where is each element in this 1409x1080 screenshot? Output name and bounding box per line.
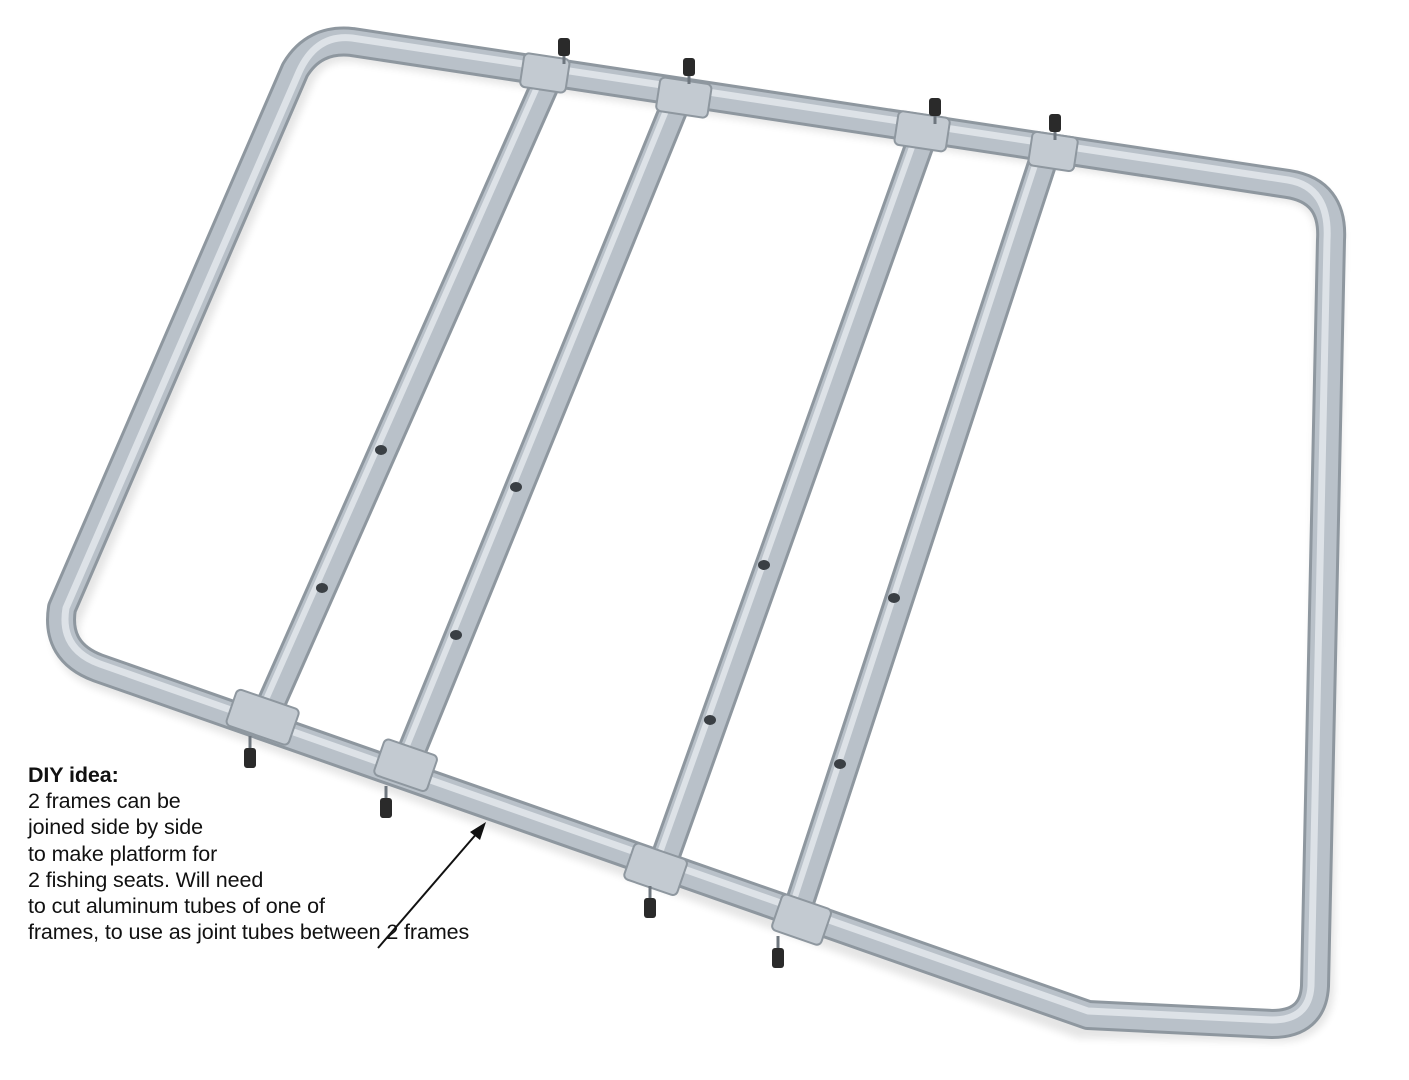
outer-frame-tube [46,26,1347,1039]
cross-tube-4 [783,153,1059,913]
annotation-title: DIY idea: [28,763,119,787]
annotation-line-3: to make platform for [28,841,218,866]
annotation-line-5: to cut aluminum tubes of one of [28,894,325,919]
cross-tubes [256,71,1059,913]
bolt-icon [244,38,1061,968]
tube-holes [316,445,900,769]
arrow-pointer-icon [377,822,486,949]
annotation-line-4: 2 fishing seats. Will need [28,867,264,892]
cross-tube-1 [256,71,562,713]
bolt-stems [248,56,1057,948]
annotation-line-1: 2 frames can be [28,789,181,814]
cross-tube-2 [394,92,692,766]
annotation-line-2: joined side by side [28,815,203,840]
diy-annotation: DIY idea: 2 frames can be joined side by… [28,762,469,945]
annotation-line-6: frames, to use as joint tubes between 2 … [28,920,470,945]
cross-tube-3 [647,132,937,872]
